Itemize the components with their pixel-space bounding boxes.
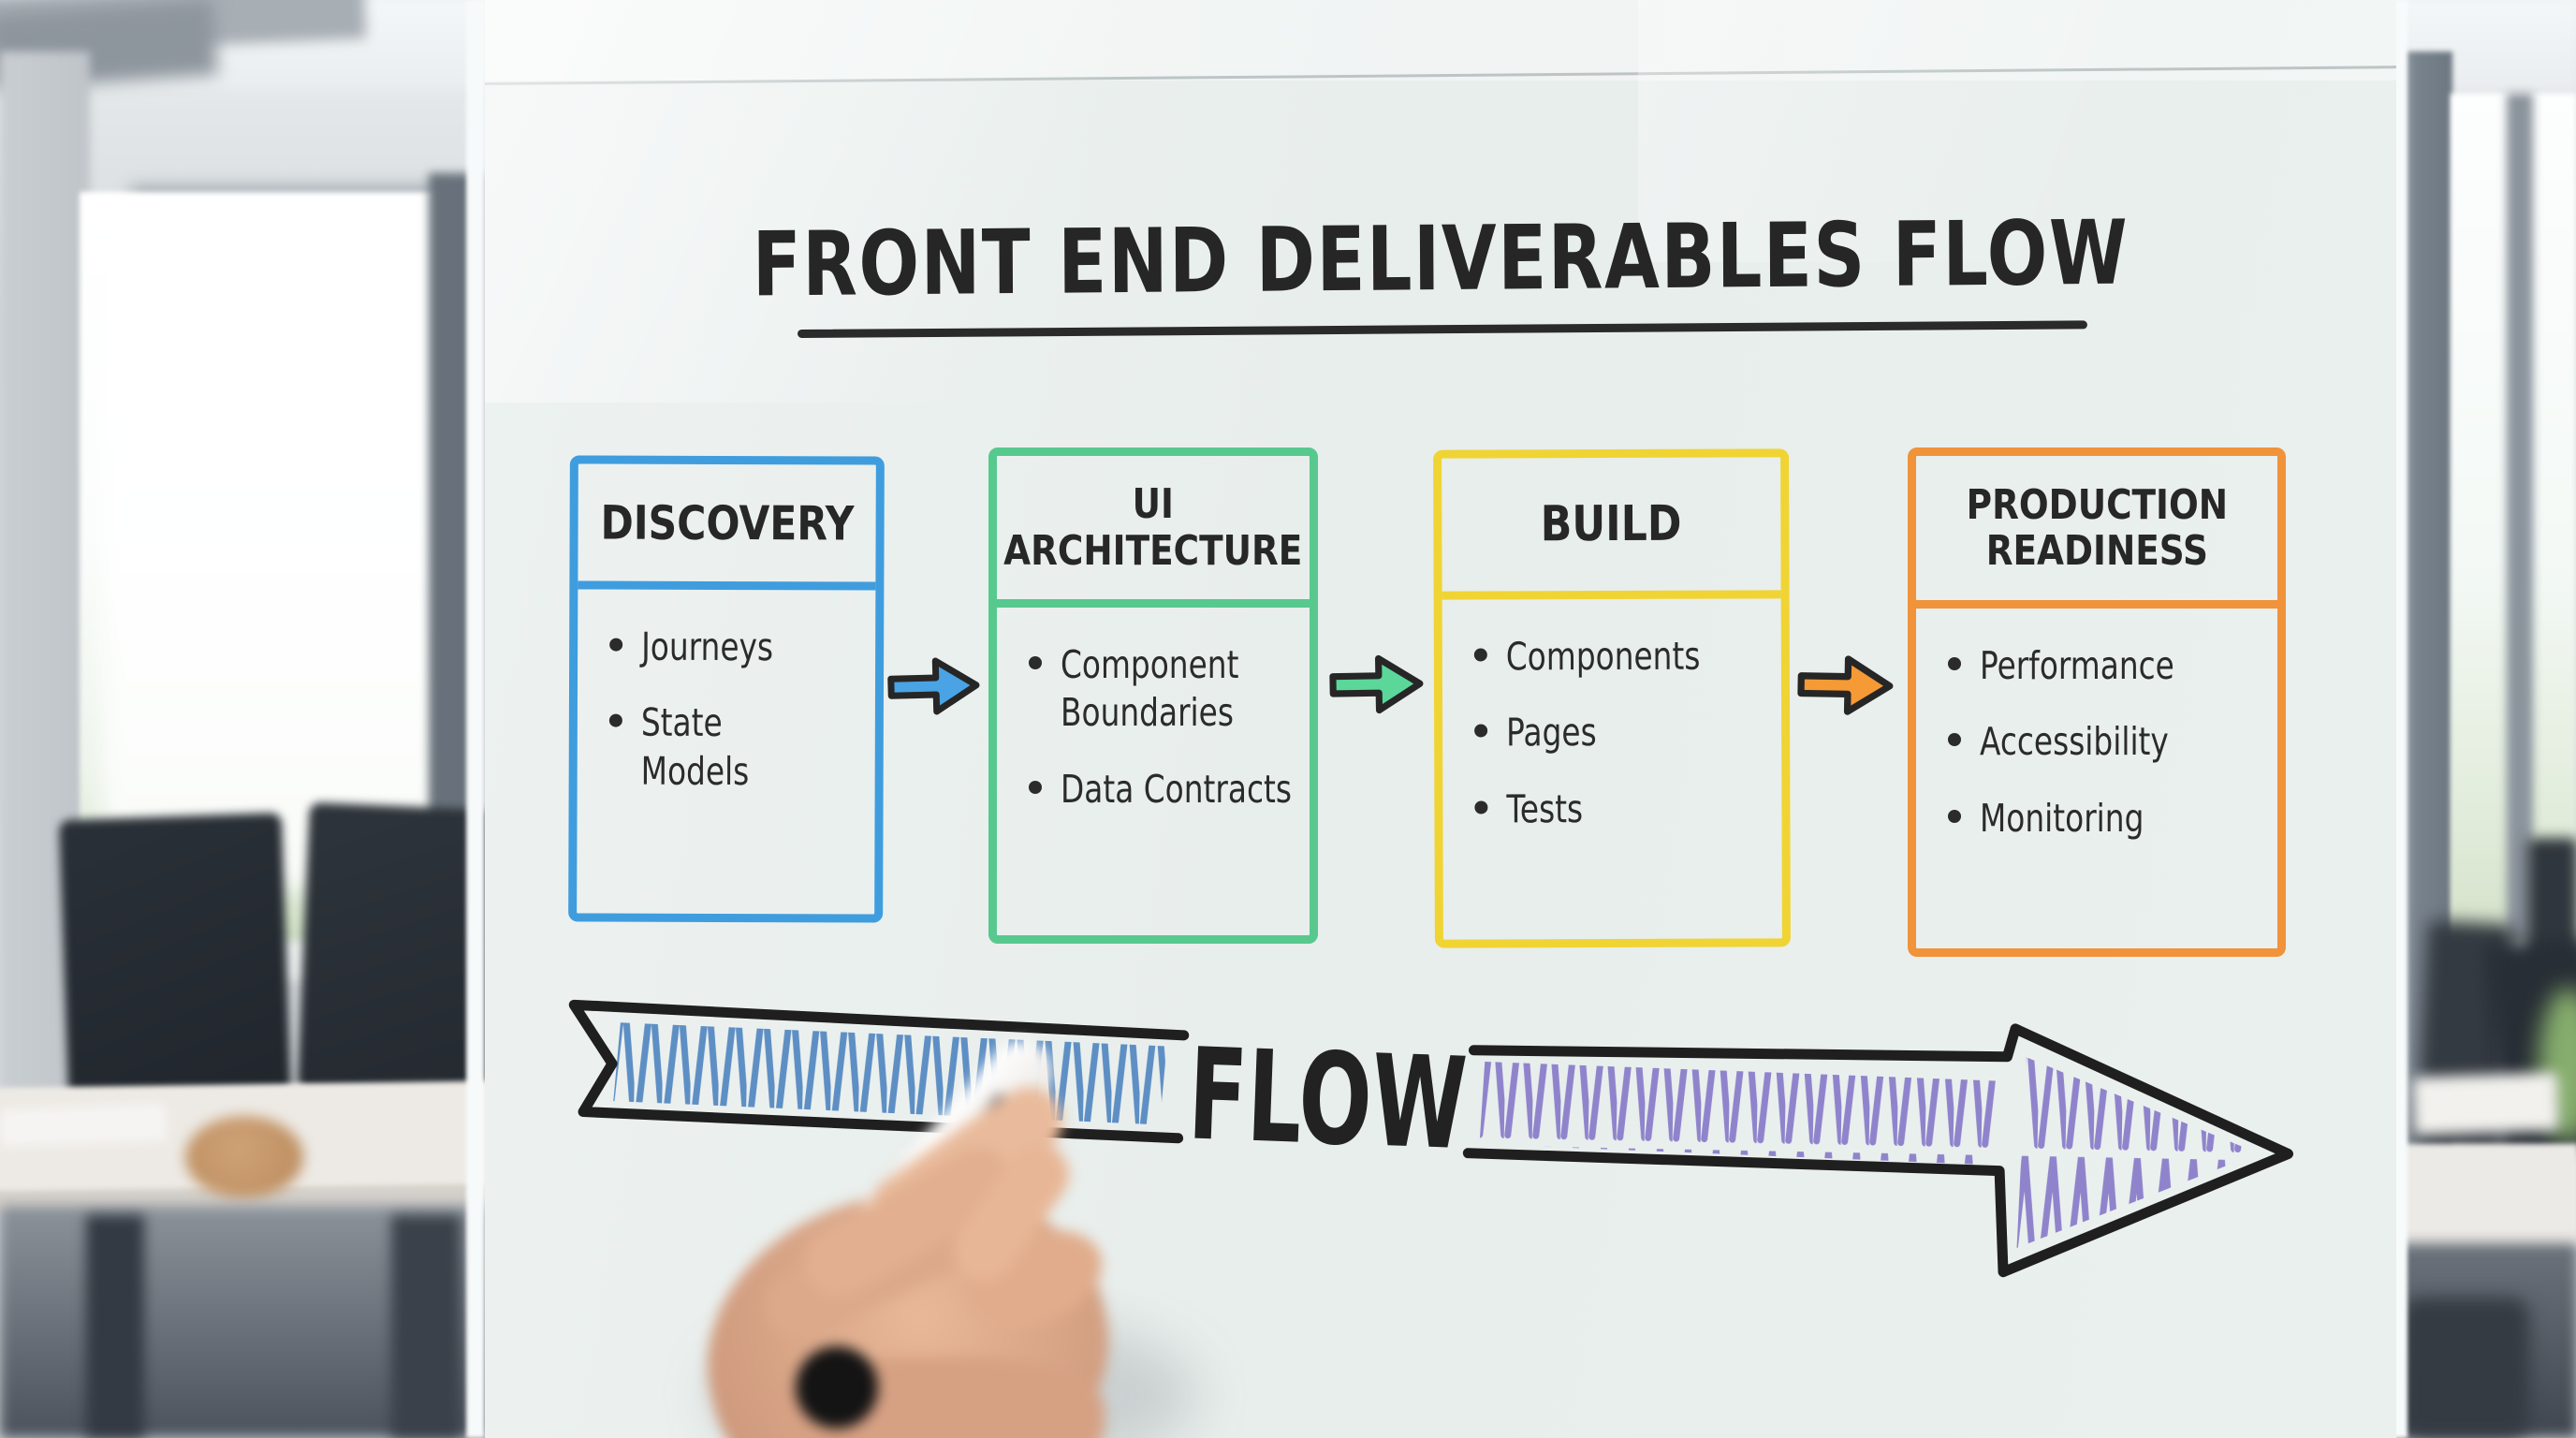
box-title: BUILD <box>1540 495 1682 553</box>
stage-box-build: BUILD Components Pages Tests <box>1433 448 1791 948</box>
bullet-dot <box>1029 780 1042 794</box>
glass-reflection <box>1638 0 2293 262</box>
box-title: PRODUCTION READINESS <box>1966 480 2228 575</box>
diagram-title: FRONT END DELIVERABLES FLOW <box>485 202 2396 317</box>
box-header: UI ARCHITECTURE <box>997 456 1310 608</box>
arrow-head-outline <box>1462 1023 2294 1278</box>
bullet-dot <box>1474 800 1488 814</box>
bullet-dot <box>1029 656 1042 669</box>
desk-leg <box>391 1215 461 1438</box>
office-chair <box>2402 1298 2529 1438</box>
block-arrow-shape <box>1797 655 1894 715</box>
arrow-tail-outline <box>568 999 1190 1144</box>
list-item: Accessibility <box>1939 718 2272 766</box>
box-body: Components Pages Tests <box>1442 598 1782 833</box>
list-item: Monitoring <box>1939 795 2272 843</box>
flow-label: FLOW <box>1186 1021 1470 1178</box>
list-item: Pages <box>1465 709 1776 757</box>
purple-scribble-fill <box>1479 1062 1996 1166</box>
box-header: BUILD <box>1442 457 1781 600</box>
window-glow <box>103 215 440 889</box>
flow-banner-arrow: FLOW <box>568 999 2294 1278</box>
box-body: Performance Accessibility Monitoring <box>1916 609 2277 843</box>
box-title: UI ARCHITECTURE <box>1003 480 1303 575</box>
arrow-right-icon <box>887 657 980 715</box>
marker-cap <box>796 1346 878 1429</box>
glass-reflection <box>485 0 1402 403</box>
list-item: Components <box>1465 632 1776 681</box>
bullet-dot <box>608 713 622 727</box>
stage-box-discovery: DISCOVERY Journeys State Models <box>568 455 885 923</box>
purple-scribble-arrowhead-fill <box>2016 1057 2259 1248</box>
box-body: Journeys State Models <box>578 589 876 796</box>
bullet-dot <box>1474 724 1488 738</box>
stage-box-ui-architecture: UI ARCHITECTURE Component Boundaries Dat… <box>988 448 1318 944</box>
list-item: Performance <box>1939 642 2272 690</box>
bullet-dot <box>1948 657 1961 670</box>
papers <box>2411 1072 2560 1136</box>
bullet-dot <box>609 638 623 652</box>
box-body: Component Boundaries Data Contracts <box>997 608 1310 814</box>
office-desk-right <box>2394 1144 2576 1249</box>
whiteboard-left-edge <box>466 0 485 1438</box>
list-item: Component Boundaries <box>1019 641 1304 738</box>
hand-with-marker <box>655 1028 1236 1438</box>
window-mullion <box>2507 94 2533 941</box>
list-item: State Models <box>600 699 870 797</box>
bullet-dot <box>1948 733 1961 747</box>
whiteboard-right-edge <box>2393 0 2408 1438</box>
arrow-right-icon <box>1329 654 1424 714</box>
block-arrow-shape <box>1329 654 1424 714</box>
list-item: Tests <box>1465 785 1776 833</box>
page-title: FRONT END DELIVERABLES FLOW <box>752 201 2130 317</box>
blurred-monitor <box>58 812 292 1104</box>
box-header: DISCOVERY <box>578 463 876 591</box>
bullet-dot <box>1473 648 1487 662</box>
block-arrow-shape <box>887 657 980 715</box>
stage-box-production-readiness: PRODUCTION READINESS Performance Accessi… <box>1908 448 2286 957</box>
desk-leg <box>86 1215 144 1438</box>
arrow-right-icon <box>1797 655 1894 715</box>
box-header: PRODUCTION READINESS <box>1916 456 2277 609</box>
bullet-dot <box>1948 809 1961 823</box>
list-item: Journeys <box>600 624 870 672</box>
keyboard <box>0 1103 168 1148</box>
list-item: Data Contracts <box>1019 766 1304 814</box>
box-title: DISCOVERY <box>600 495 855 550</box>
desk-object <box>185 1116 303 1198</box>
